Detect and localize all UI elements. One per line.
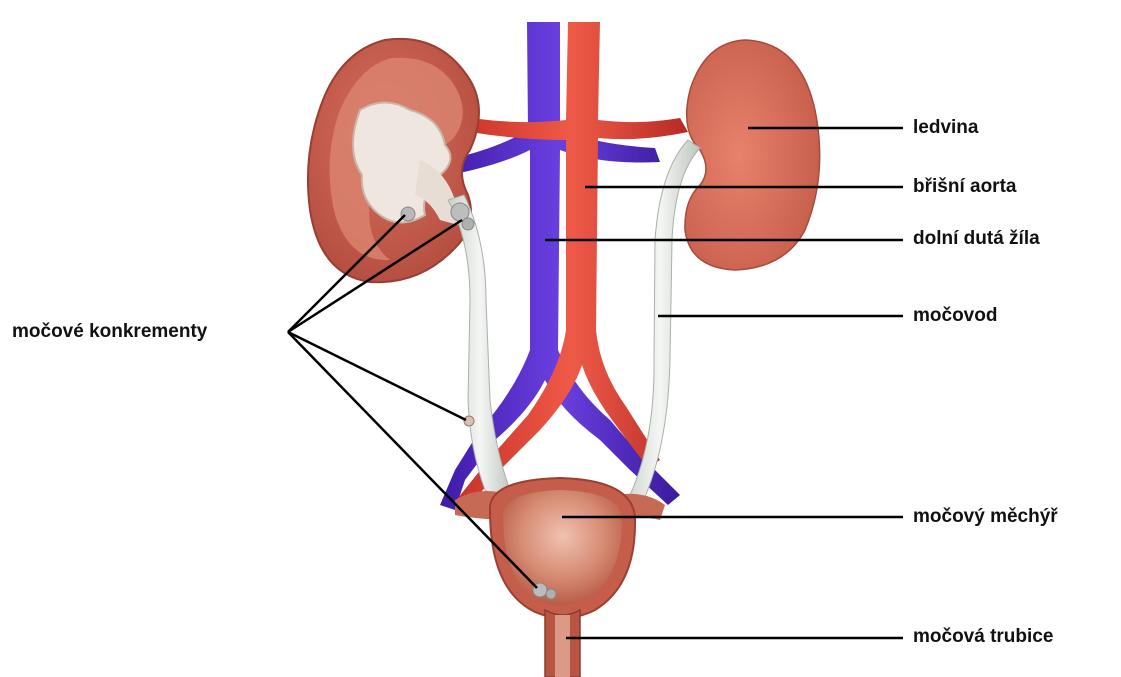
label-urinary-stones: močové konkrementy	[12, 321, 207, 343]
label-ureter: močovod	[913, 305, 997, 327]
label-inferior-vena-cava: dolní dutá žíla	[913, 228, 1040, 250]
kidney	[685, 40, 820, 270]
urinary-bladder	[455, 478, 665, 618]
label-abdominal-aorta: břišní aorta	[913, 176, 1016, 198]
leader-line-stone-3	[288, 332, 466, 420]
label-urethra: močová trubice	[913, 626, 1053, 648]
label-kidney: ledvina	[913, 117, 978, 139]
kidney-cross-section	[308, 39, 479, 282]
label-urinary-bladder: močový měchýř	[913, 506, 1058, 528]
urethra	[545, 610, 580, 677]
